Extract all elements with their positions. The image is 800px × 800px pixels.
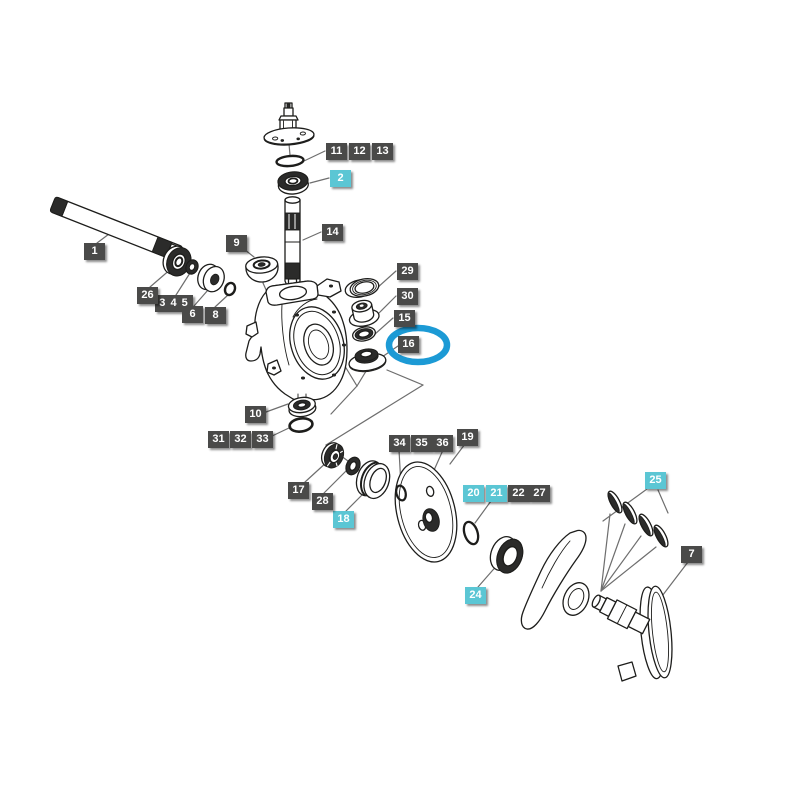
part-label-12[interactable]: 12 xyxy=(349,143,370,160)
part-pins-25 xyxy=(607,490,669,548)
part-bearing-17 xyxy=(320,442,345,469)
part-label-27[interactable]: 27 xyxy=(529,485,550,502)
part-label-6[interactable]: 6 xyxy=(182,306,203,323)
part-label-18[interactable]: 18 xyxy=(333,511,354,528)
part-label-22[interactable]: 22 xyxy=(508,485,529,502)
part-dome-seal-9 xyxy=(245,256,279,283)
part-label-9[interactable]: 9 xyxy=(226,235,247,252)
part-label-35[interactable]: 35 xyxy=(411,435,432,452)
part-label-7[interactable]: 7 xyxy=(681,546,702,563)
part-label-30[interactable]: 30 xyxy=(397,288,418,305)
part-label-28[interactable]: 28 xyxy=(312,493,333,510)
part-cap-16 xyxy=(348,348,387,373)
part-label-20[interactable]: 20 xyxy=(463,485,484,502)
part-label-25[interactable]: 25 xyxy=(645,472,666,489)
part-seal-15 xyxy=(352,326,376,342)
part-axle-spindle-7 xyxy=(591,585,673,682)
part-oring-20 xyxy=(462,520,480,546)
part-label-36[interactable]: 36 xyxy=(432,435,453,452)
part-label-34[interactable]: 34 xyxy=(389,435,410,452)
part-label-32[interactable]: 32 xyxy=(230,431,251,448)
part-bearing-2 xyxy=(277,171,309,195)
part-label-13[interactable]: 13 xyxy=(372,143,393,160)
part-cap-10 xyxy=(287,396,317,418)
part-label-15[interactable]: 15 xyxy=(394,310,415,327)
part-label-8[interactable]: 8 xyxy=(205,307,226,324)
part-label-33[interactable]: 33 xyxy=(252,431,273,448)
part-oring-11 xyxy=(275,154,305,168)
part-label-1[interactable]: 1 xyxy=(84,243,105,260)
part-ring-29 xyxy=(344,277,380,299)
part-label-10[interactable]: 10 xyxy=(245,406,266,423)
part-ring-28 xyxy=(345,456,361,476)
part-label-21[interactable]: 21 xyxy=(486,485,507,502)
part-label-14[interactable]: 14 xyxy=(322,224,343,241)
part-label-24[interactable]: 24 xyxy=(465,587,486,604)
part-label-31[interactable]: 31 xyxy=(208,431,229,448)
part-collar-30 xyxy=(348,299,380,327)
leader-lines xyxy=(96,143,689,605)
part-input-shaft xyxy=(49,196,183,262)
part-oring-34 xyxy=(395,484,407,502)
part-bearing-24 xyxy=(489,536,524,574)
part-label-29[interactable]: 29 xyxy=(397,263,418,280)
part-knuckle-housing xyxy=(245,278,348,402)
part-top-spindle xyxy=(263,102,315,146)
part-label-19[interactable]: 19 xyxy=(457,429,478,446)
part-washer-345 xyxy=(185,259,199,275)
part-oring-8 xyxy=(223,281,237,297)
part-label-26[interactable]: 26 xyxy=(137,287,158,304)
part-backing-disc xyxy=(394,461,458,563)
part-label-2[interactable]: 2 xyxy=(330,170,351,187)
part-cover-shell xyxy=(520,529,590,630)
part-bearing-26 xyxy=(162,245,192,277)
part-label-16[interactable]: 16 xyxy=(398,336,419,353)
part-label-17[interactable]: 17 xyxy=(288,482,309,499)
part-seal-18 xyxy=(355,460,391,500)
highlight-ellipse-16 xyxy=(385,324,451,366)
part-oring-31 xyxy=(288,417,314,433)
part-cone-6 xyxy=(197,263,225,293)
part-label-11[interactable]: 11 xyxy=(326,143,347,160)
